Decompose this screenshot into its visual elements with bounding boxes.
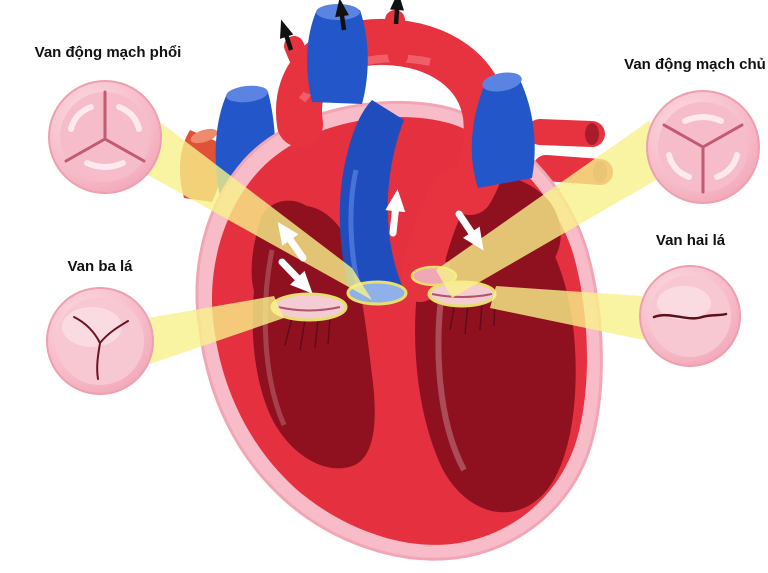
valve-inset-tricuspid <box>46 287 154 395</box>
pulmonary-trunk <box>307 4 408 306</box>
beam-tricuspid-valve <box>144 296 284 366</box>
valve-inset-mitral <box>639 265 741 367</box>
label-pulmonary-valve: Van động mạch phổi <box>34 44 182 61</box>
beam-pulmonary-valve <box>146 116 372 300</box>
heart-body <box>195 100 603 561</box>
label-mitral-valve: Van hai lá <box>655 232 726 249</box>
right-pulmonary-artery <box>471 72 535 188</box>
highlight-beams <box>144 116 656 366</box>
valve-inset-pulmonary <box>48 80 162 194</box>
beam-aortic-valve <box>436 120 656 298</box>
label-tricuspid-valve: Van ba lá <box>67 258 133 275</box>
beam-mitral-valve <box>490 286 644 340</box>
label-aortic-valve: Van động mạch chủ <box>624 56 766 73</box>
valve-inset-aortic <box>646 90 760 204</box>
